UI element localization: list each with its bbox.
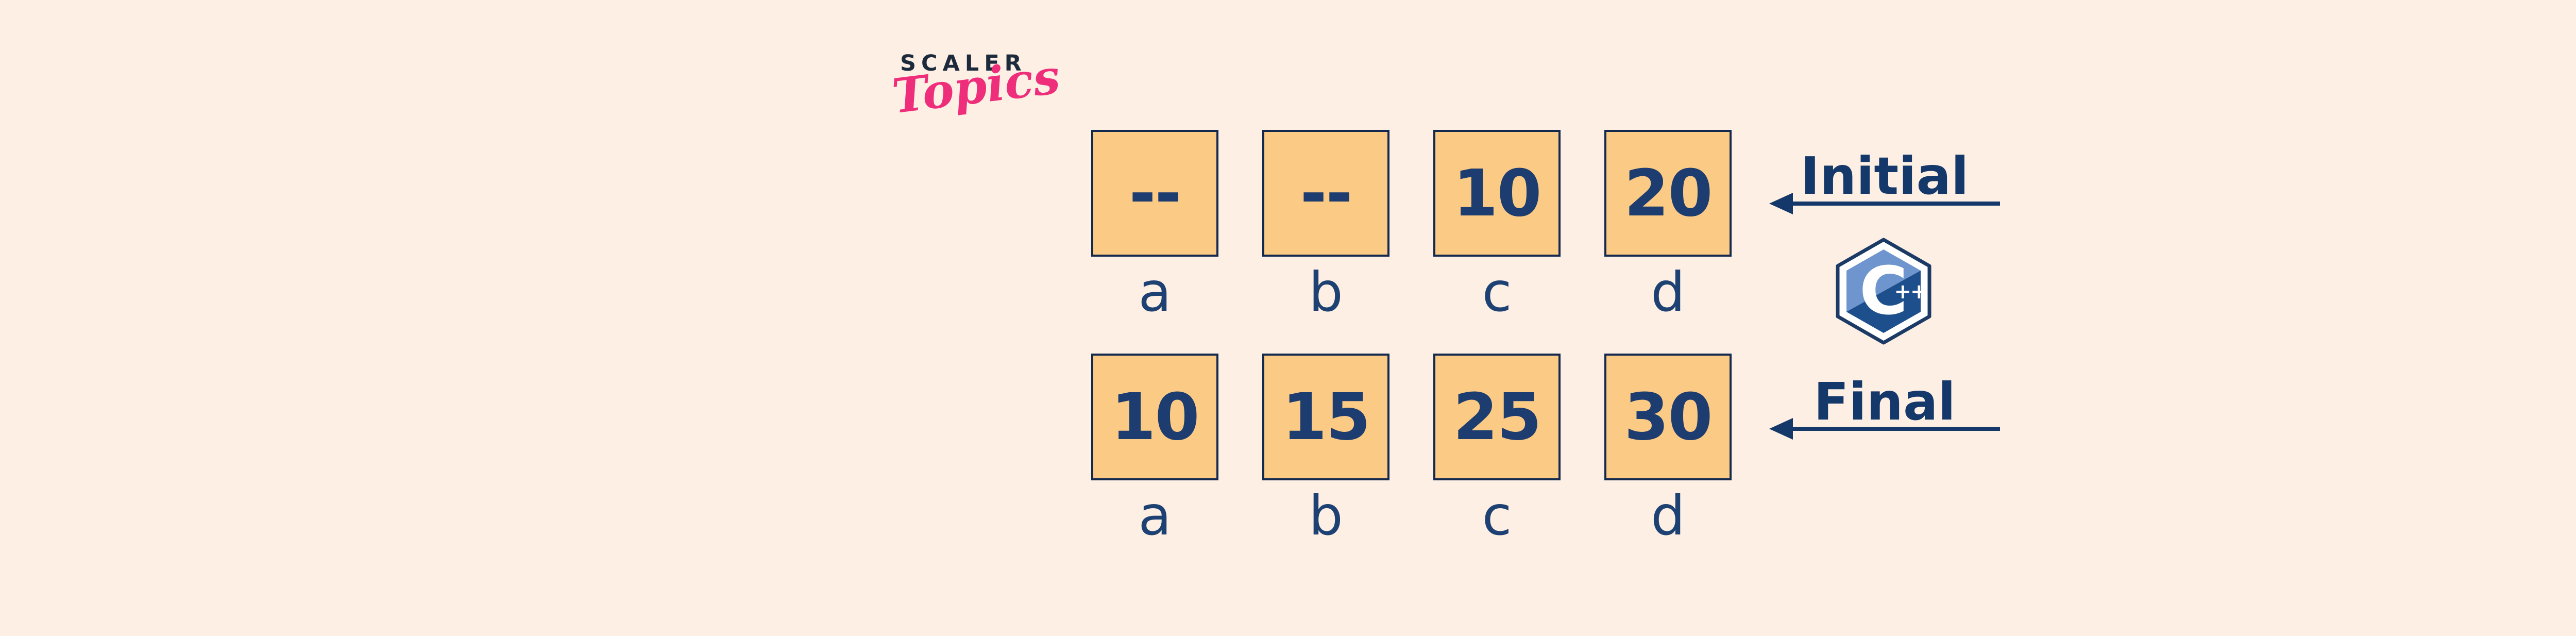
initial-value-b: -- xyxy=(1300,156,1353,231)
initial-box-c: 10 xyxy=(1433,130,1561,257)
final-label-a: a xyxy=(1138,484,1172,547)
initial-label-a: a xyxy=(1138,261,1172,324)
initial-arrow-icon xyxy=(1769,193,2000,214)
final-annotation: Final xyxy=(1814,372,1956,432)
final-box-d: 30 xyxy=(1604,354,1732,480)
final-box-a: 10 xyxy=(1091,354,1218,480)
initial-value-d: 20 xyxy=(1624,156,1713,231)
initial-label-c: c xyxy=(1482,261,1512,324)
initial-label-d: d xyxy=(1651,261,1685,324)
initial-label-b: b xyxy=(1309,261,1343,324)
initial-box-a: -- xyxy=(1091,130,1218,257)
final-label-b: b xyxy=(1309,484,1343,547)
initial-value-a: -- xyxy=(1129,156,1182,231)
cpp-logo-plus: ++ xyxy=(1894,280,1926,304)
brand-wordmark: SCALER xyxy=(900,51,1027,76)
initial-box-b: -- xyxy=(1262,130,1389,257)
initial-annotation: Initial xyxy=(1800,146,1969,206)
final-label-d: d xyxy=(1651,484,1685,547)
initial-box-d: 20 xyxy=(1604,130,1732,257)
final-box-c: 25 xyxy=(1433,354,1561,480)
cpp-logo-letter: C xyxy=(1859,253,1908,330)
final-arrow-icon xyxy=(1769,418,2000,440)
cpp-logo-icon: C ++ xyxy=(1836,238,1931,345)
initial-value-c: 10 xyxy=(1453,156,1542,231)
final-label-c: c xyxy=(1482,484,1512,547)
final-value-d: 30 xyxy=(1624,379,1713,455)
final-box-b: 15 xyxy=(1262,354,1389,480)
final-value-a: 10 xyxy=(1111,379,1200,455)
final-value-c: 25 xyxy=(1453,379,1542,455)
final-value-b: 15 xyxy=(1282,379,1371,455)
